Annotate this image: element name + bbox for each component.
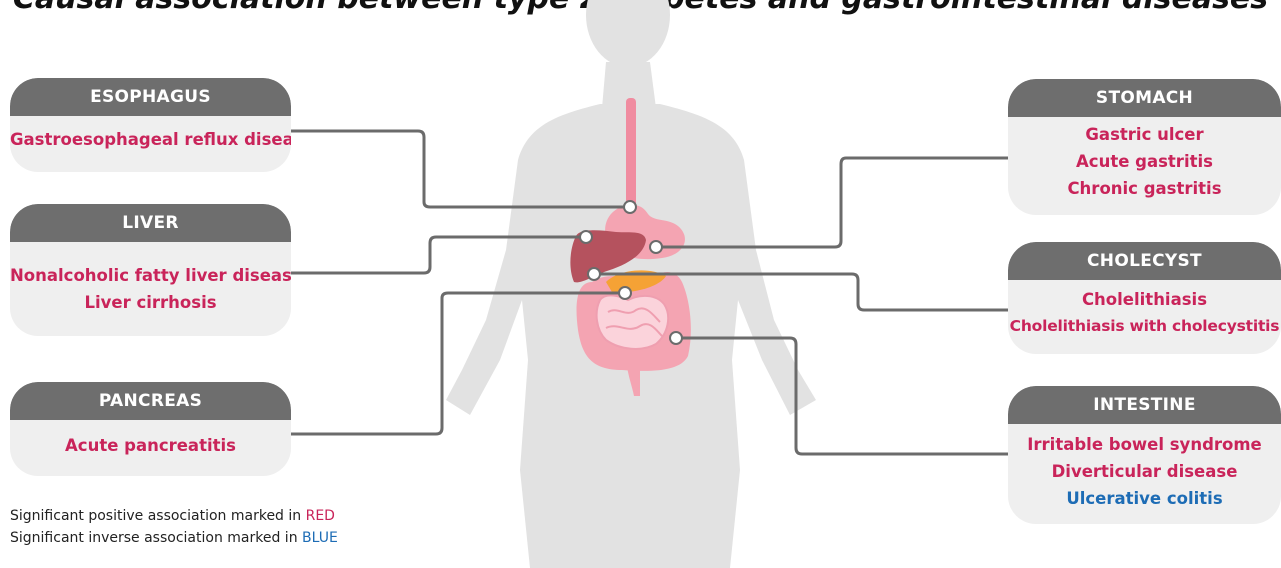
stomach-box: STOMACH Gastric ulcer Acute gastritis Ch… <box>1008 79 1281 215</box>
esophagus-header: ESOPHAGUS <box>10 78 291 116</box>
intestine-header: INTESTINE <box>1008 386 1281 424</box>
legend-positive-color: RED <box>306 508 335 524</box>
cholecyst-endpoint <box>588 268 600 280</box>
esophagus-endpoint <box>624 201 636 213</box>
liver-box: LIVER Nonalcoholic fatty liver disease L… <box>10 204 291 336</box>
esophagus-box: ESOPHAGUS Gastroesophageal reflux diseas… <box>10 78 291 172</box>
legend-inverse: Significant inverse association marked i… <box>10 527 338 549</box>
small-intestine-organ <box>597 295 669 349</box>
cholecyst-header: CHOLECYST <box>1008 242 1281 280</box>
legend-inverse-text: Significant inverse association marked i… <box>10 530 302 546</box>
legend-positive: Significant positive association marked … <box>10 505 338 527</box>
liver-endpoint <box>580 231 592 243</box>
legend: Significant positive association marked … <box>10 505 338 549</box>
liver-disease-1: Nonalcoholic fatty liver disease <box>10 262 291 289</box>
cholecyst-disease-1: Cholelithiasis <box>1008 286 1281 313</box>
stomach-disease-1: Gastric ulcer <box>1008 121 1281 148</box>
cholecyst-disease-2: Cholelithiasis with cholecystitis <box>1008 313 1281 340</box>
liver-header: LIVER <box>10 204 291 242</box>
legend-inverse-color: BLUE <box>302 530 338 546</box>
intestine-disease-2: Diverticular disease <box>1008 458 1281 485</box>
stomach-header: STOMACH <box>1008 79 1281 117</box>
intestine-disease-1: Irritable bowel syndrome <box>1008 431 1281 458</box>
intestine-disease-3: Ulcerative colitis <box>1008 485 1281 512</box>
stomach-disease-2: Acute gastritis <box>1008 148 1281 175</box>
liver-disease-2: Liver cirrhosis <box>10 289 291 316</box>
pancreas-box: PANCREAS Acute pancreatitis <box>10 382 291 476</box>
intestine-endpoint <box>670 332 682 344</box>
pancreas-endpoint <box>619 287 631 299</box>
cholecyst-box: CHOLECYST Cholelithiasis Cholelithiasis … <box>1008 242 1281 354</box>
esophagus-disease-1: Gastroesophageal reflux disease <box>10 126 291 153</box>
esophagus-organ <box>626 98 636 208</box>
stomach-disease-3: Chronic gastritis <box>1008 175 1281 202</box>
stomach-endpoint <box>650 241 662 253</box>
pancreas-disease-1: Acute pancreatitis <box>10 432 291 459</box>
legend-positive-text: Significant positive association marked … <box>10 508 306 524</box>
intestine-box: INTESTINE Irritable bowel syndrome Diver… <box>1008 386 1281 524</box>
pancreas-header: PANCREAS <box>10 382 291 420</box>
